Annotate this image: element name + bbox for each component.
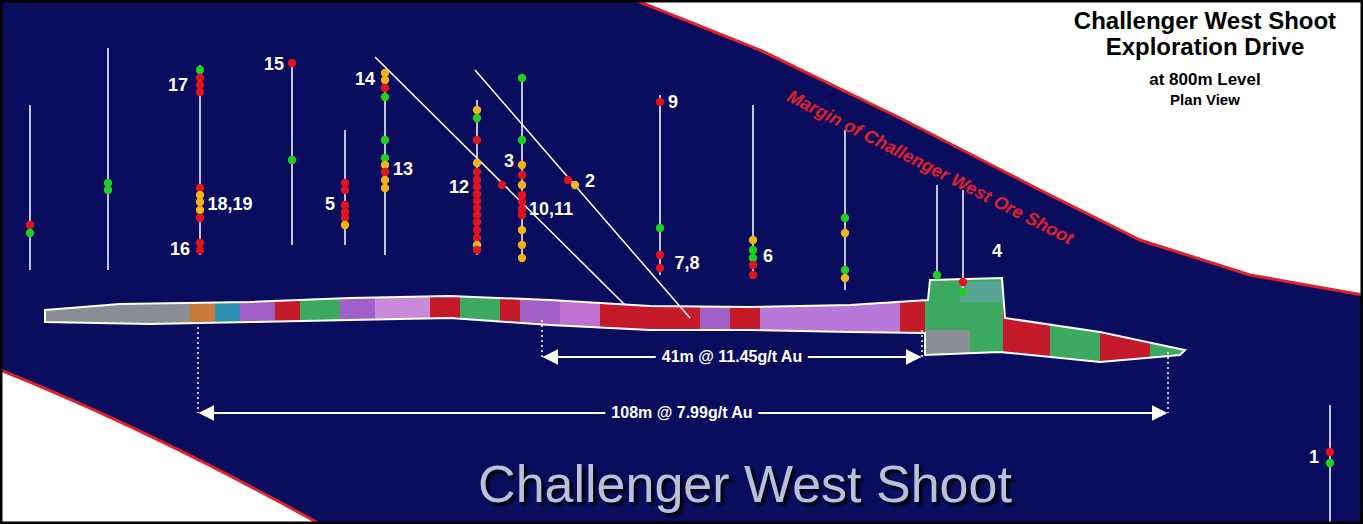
drill-holes xyxy=(26,48,1334,524)
callout-number: 14 xyxy=(355,70,375,90)
ore-shoot-margin xyxy=(0,370,320,524)
watermark: Challenger West Shoot xyxy=(478,456,1012,513)
subtitle: Plan View xyxy=(1170,92,1240,109)
dimension-label: 108m @ 7.99g/t Au xyxy=(605,404,758,422)
callout-number: 3 xyxy=(504,152,514,172)
callout-number: 15 xyxy=(264,55,284,75)
dimension-label: 41m @ 11.45g/t Au xyxy=(656,348,808,366)
drive-assay-segments xyxy=(45,270,1190,370)
callout-number: 9 xyxy=(668,93,678,113)
callout-number: 6 xyxy=(763,247,773,267)
margin-label: Margin of Challenger West Ore Shoot xyxy=(784,87,1077,249)
callout-number: 5 xyxy=(325,195,335,215)
callout-number: 18,19 xyxy=(207,195,252,215)
drive-outline xyxy=(45,278,1185,362)
map-title: Challenger West Shoot Exploration Drive xyxy=(1050,8,1360,61)
callout-number: 13 xyxy=(393,160,413,180)
dimension-lines xyxy=(198,320,1168,413)
callout-number: 4 xyxy=(992,242,1002,262)
subtitle: at 800m Level xyxy=(1149,71,1261,90)
callout-number: 10,11 xyxy=(529,200,573,220)
callout-number: 2 xyxy=(585,172,595,192)
callout-number: 17 xyxy=(168,76,188,96)
callout-number: 7,8 xyxy=(674,254,699,274)
callout-number: 12 xyxy=(449,178,469,198)
ore-shoot-margin xyxy=(635,0,1363,295)
callout-number: 16 xyxy=(170,240,190,260)
callout-number: 1 xyxy=(1309,448,1319,468)
